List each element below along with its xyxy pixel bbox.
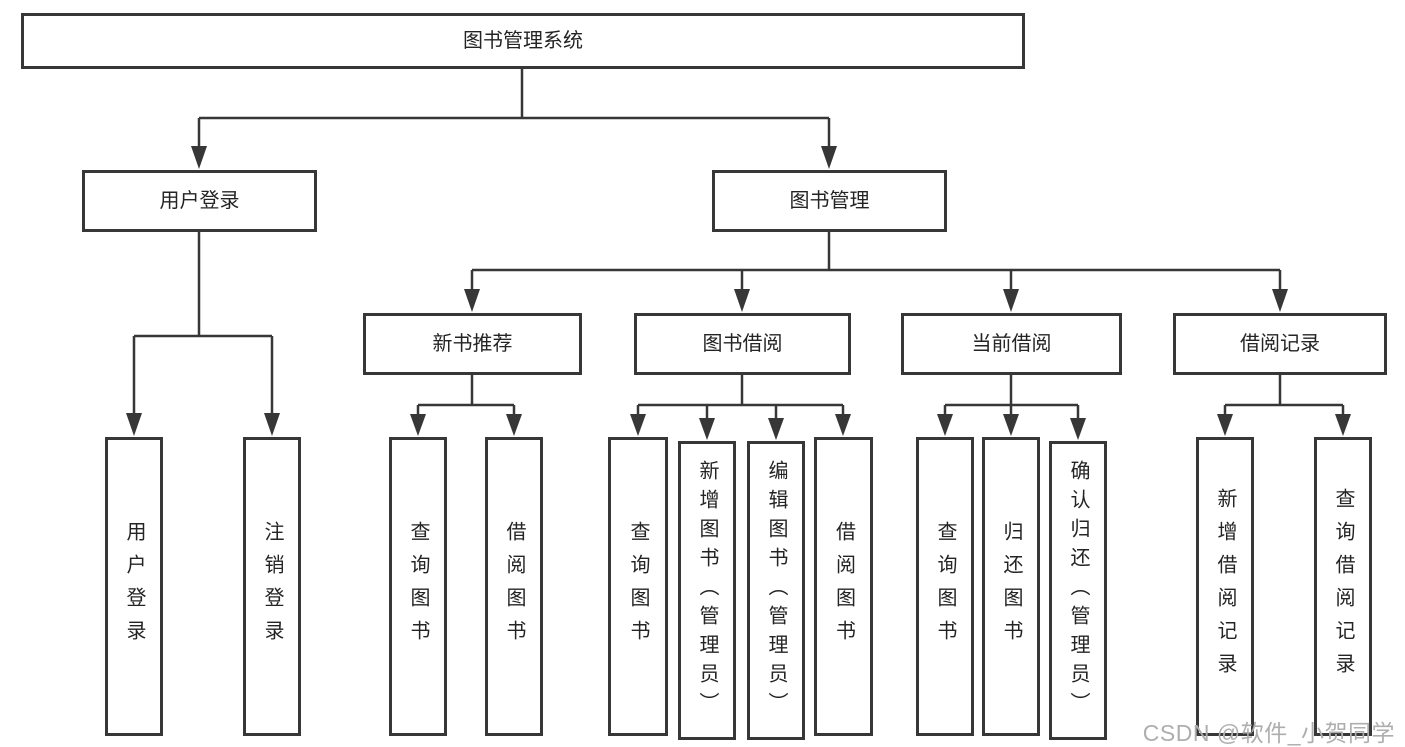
arrowhead-down-icon [821,146,837,169]
node-new-book-recommend-label: 新书推荐 [432,333,513,355]
node-leaf-nb-query-books-label: 查询图书 [407,520,429,653]
arrowhead-down-icon [699,418,715,440]
arrowhead-down-icon [1070,418,1086,440]
node-leaf-bb-edit-books: 编辑图书（管理员） [747,441,805,740]
arrowhead-down-icon [1335,414,1351,436]
node-leaf-logout: 注销登录 [243,437,301,736]
arrowhead-down-icon [464,289,480,312]
arrowhead-down-icon [630,414,646,436]
arrowhead-down-icon [410,414,426,436]
node-leaf-bb-query-books: 查询图书 [608,437,668,736]
node-current-borrowing-label: 当前借阅 [971,333,1052,355]
node-leaf-bb-add-books: 新增图书（管理员） [678,441,736,740]
node-root-system: 图书管理系统 [21,13,1025,69]
node-book-borrowing: 图书借阅 [634,313,851,375]
node-leaf-cb-return-books-label: 归还图书 [1000,520,1022,653]
node-leaf-nb-borrow-books-label: 借阅图书 [503,520,525,653]
node-leaf-br-add-record: 新增借阅记录 [1196,437,1254,736]
node-leaf-cb-confirm-return: 确认归还（管理员） [1049,441,1107,740]
node-leaf-bb-edit-books-label: 编辑图书（管理员） [765,460,787,721]
arrowhead-down-icon [835,414,851,436]
node-leaf-cb-query-books-label: 查询图书 [934,520,956,653]
arrowhead-down-icon [937,414,953,436]
node-leaf-br-query-record: 查询借阅记录 [1314,437,1372,736]
node-leaf-bb-borrow-books-label: 借阅图书 [832,520,855,653]
arrowhead-down-icon [126,413,142,436]
arrowhead-down-icon [1217,414,1233,436]
arrowhead-down-icon [1003,289,1019,312]
node-root-system-label: 图书管理系统 [463,30,583,52]
arrowhead-down-icon [734,289,750,312]
arrowhead-down-icon [768,418,784,440]
node-leaf-nb-borrow-books: 借阅图书 [485,437,543,736]
node-leaf-cb-return-books: 归还图书 [982,437,1040,736]
csdn-watermark: CSDN @软件_小贺同学 [1142,720,1395,746]
node-book-borrowing-label: 图书借阅 [702,333,783,355]
arrowhead-down-icon [1272,289,1288,312]
node-leaf-br-query-record-label: 查询借阅记录 [1332,487,1354,686]
arrowhead-down-icon [506,414,522,436]
node-leaf-br-add-record-label: 新增借阅记录 [1214,487,1236,686]
node-borrowing-records-label: 借阅记录 [1240,333,1320,355]
node-user-login: 用户登录 [82,170,317,232]
arrowhead-down-icon [191,146,207,169]
node-leaf-logout-label: 注销登录 [261,520,283,653]
node-leaf-nb-query-books: 查询图书 [389,437,447,736]
node-leaf-bb-query-books-label: 查询图书 [627,520,649,653]
node-book-management-label: 图书管理 [789,190,870,212]
node-leaf-bb-add-books-label: 新增图书（管理员） [696,460,718,721]
node-book-management: 图书管理 [712,170,947,232]
node-current-borrowing: 当前借阅 [901,313,1122,375]
node-leaf-cb-query-books: 查询图书 [916,437,974,736]
arrowhead-down-icon [1003,414,1019,436]
node-leaf-user-login: 用户登录 [105,437,163,736]
arrowhead-down-icon [264,413,280,436]
node-leaf-bb-borrow-books: 借阅图书 [814,437,873,736]
node-borrowing-records: 借阅记录 [1173,313,1387,375]
node-leaf-cb-confirm-return-label: 确认归还（管理员） [1067,460,1089,721]
node-user-login-label: 用户登录 [159,190,240,212]
node-new-book-recommend: 新书推荐 [363,313,582,375]
node-leaf-user-login-label: 用户登录 [123,520,145,653]
